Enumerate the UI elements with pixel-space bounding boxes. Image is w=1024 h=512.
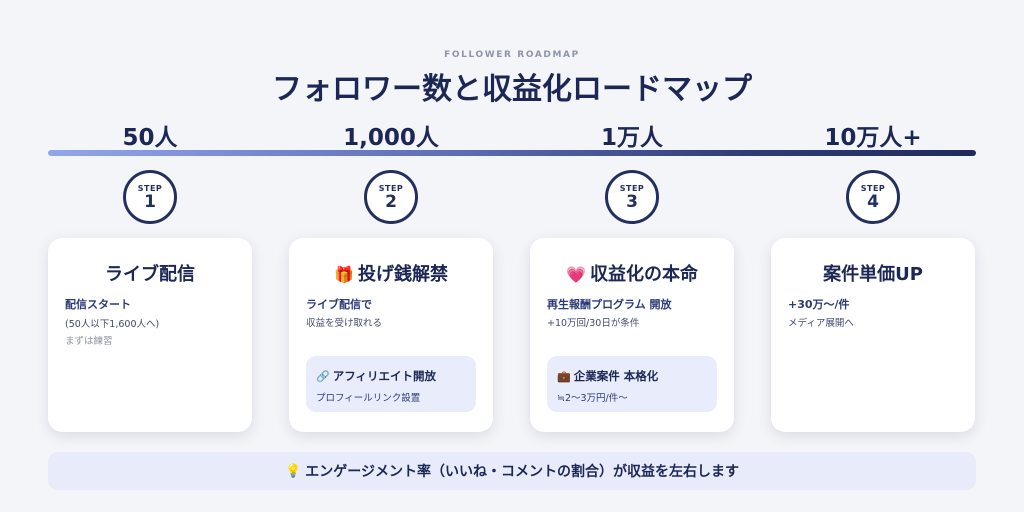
milestone-label: 1,000人 — [343, 125, 439, 151]
step-badge: STEP 4 — [846, 170, 900, 224]
gift-icon: 🎁 — [334, 265, 354, 284]
card-note-text: まずは練習 — [65, 336, 113, 347]
card-sub-text: メディア展開へ — [788, 318, 854, 329]
milestone-label: 1万人 — [600, 125, 663, 151]
step-card-3: 💗収益化の本命 再生報酬プログラム 開放 +10万回/30日が条件 💼企業案件 … — [530, 238, 734, 432]
feature-box: 💼企業案件 本格化 ≒2〜3万円/件〜 — [547, 356, 717, 412]
milestone-label: 10万人+ — [824, 125, 922, 151]
step-label: STEP — [619, 183, 645, 193]
step-number: 3 — [626, 191, 638, 212]
step-label: STEP — [860, 183, 886, 193]
lightbulb-icon: 💡 — [285, 463, 302, 479]
link-icon: 🔗 — [316, 370, 330, 383]
step-card-4: 案件単価UP +30万〜/件 メディア展開へ — [771, 238, 975, 432]
tip-banner: 💡 エンゲージメント率（いいね・コメントの割合）が収益を左右します — [48, 452, 976, 490]
feature-box-title-text: アフィリエイト開放 — [332, 369, 436, 383]
feature-box-title-text: 企業案件 本格化 — [573, 369, 659, 383]
step-number: 4 — [867, 191, 879, 212]
card-sub-text: 収益を受け取れる — [306, 318, 383, 329]
card-title: ライブ配信 — [105, 264, 195, 285]
heart-icon: 💗 — [566, 265, 586, 284]
briefcase-icon: 💼 — [557, 370, 571, 383]
feature-box-text: ≒2〜3万円/件〜 — [557, 393, 628, 404]
step-label: STEP — [137, 183, 163, 193]
card-main-text: +30万〜/件 — [788, 298, 850, 311]
card-title-text: 収益化の本命 — [589, 264, 698, 285]
feature-box-title: 🔗アフィリエイト開放 — [316, 368, 474, 384]
card-sub-text: +10万回/30日が条件 — [547, 318, 640, 329]
card-main-text: ライブ配信で — [306, 298, 372, 311]
card-title: 🎁投げ銭解禁 — [289, 260, 493, 286]
step-badge: STEP 3 — [605, 170, 659, 224]
step-number: 1 — [144, 191, 156, 212]
milestone-label: 50人 — [122, 125, 178, 151]
card-sub-text: (50人以下1,600人へ) — [65, 319, 160, 330]
card-title: 案件単価UP — [823, 264, 923, 285]
card-main-text: 再生報酬プログラム 開放 — [547, 298, 672, 311]
feature-box-title: 💼企業案件 本格化 — [557, 368, 715, 384]
step-badge: STEP 2 — [364, 170, 418, 224]
eyebrow-label: FOLLOWER ROADMAP — [444, 50, 580, 60]
step-badge: STEP 1 — [123, 170, 177, 224]
step-label: STEP — [378, 183, 404, 193]
feature-box-text: プロフィールリンク設置 — [316, 393, 421, 404]
card-main-text: 配信スタート — [65, 298, 131, 311]
timeline-bar — [48, 150, 976, 156]
step-card-2: 🎁投げ銭解禁 ライブ配信で 収益を受け取れる 🔗アフィリエイト開放 プロフィール… — [289, 238, 493, 432]
step-number: 2 — [385, 191, 397, 212]
feature-box: 🔗アフィリエイト開放 プロフィールリンク設置 — [306, 356, 476, 412]
page-title: フォロワー数と収益化ロードマップ — [272, 72, 752, 107]
step-card-1: ライブ配信 配信スタート (50人以下1,600人へ) まずは練習 — [48, 238, 252, 432]
card-title-text: 投げ銭解禁 — [357, 264, 448, 285]
card-title: 💗収益化の本命 — [530, 260, 734, 286]
tip-text: エンゲージメント率（いいね・コメントの割合）が収益を左右します — [305, 464, 739, 480]
